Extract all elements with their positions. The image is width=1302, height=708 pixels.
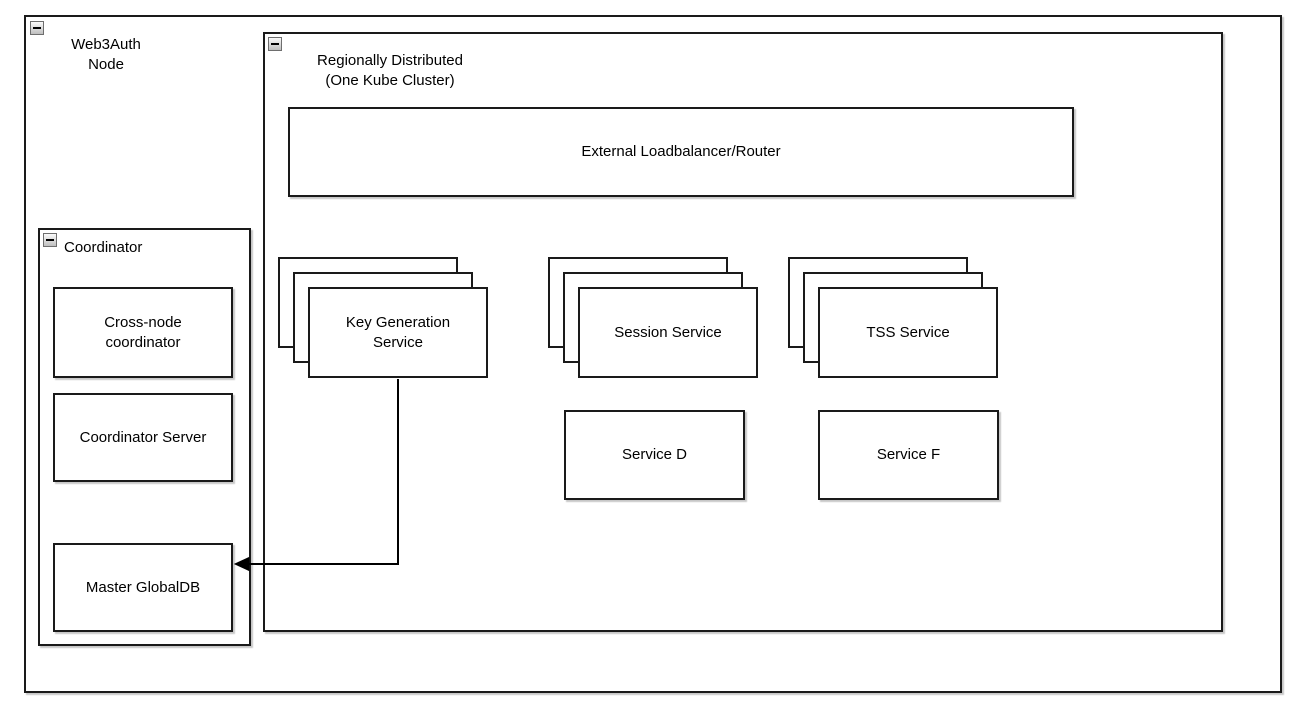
box-coordinator-server: Coordinator Server bbox=[53, 393, 233, 482]
service-d-label: Service D bbox=[621, 446, 688, 463]
box-service-d: Service D bbox=[564, 410, 745, 500]
external-loadbalancer-label: External Loadbalancer/Router bbox=[581, 143, 781, 160]
container-regionally-distributed: Regionally Distributed (One Kube Cluster… bbox=[263, 32, 1223, 632]
stack-layer-front: Session Service bbox=[578, 287, 758, 378]
minus-glyph bbox=[46, 239, 54, 241]
collapse-icon[interactable] bbox=[268, 37, 282, 51]
coordinator-label: Coordinator bbox=[64, 239, 143, 256]
stack-key-generation-service: Key Generation Service bbox=[278, 257, 490, 380]
regionally-distributed-label: Regionally Distributed (One Kube Cluster… bbox=[317, 52, 463, 89]
web3auth-node-label: Web3Auth Node bbox=[71, 36, 141, 73]
minus-glyph bbox=[271, 43, 279, 45]
stack-tss-service: TSS Service bbox=[788, 257, 1000, 380]
minus-glyph bbox=[33, 27, 41, 29]
service-f-label: Service F bbox=[876, 446, 941, 463]
stack-layer-front: TSS Service bbox=[818, 287, 998, 378]
collapse-icon[interactable] bbox=[30, 21, 44, 35]
container-coordinator: Coordinator Cross-node coordinator Coord… bbox=[38, 228, 251, 646]
tss-service-label: TSS Service bbox=[866, 323, 950, 341]
coordinator-server-label: Coordinator Server bbox=[79, 428, 207, 446]
box-cross-node-coordinator: Cross-node coordinator bbox=[53, 287, 233, 378]
session-service-label: Session Service bbox=[614, 323, 722, 341]
box-service-f: Service F bbox=[818, 410, 999, 500]
container-web3auth-node: Web3Auth Node Regionally Distributed (On… bbox=[24, 15, 1282, 693]
stack-session-service: Session Service bbox=[548, 257, 760, 380]
master-globaldb-label: Master GlobalDB bbox=[85, 578, 201, 596]
key-generation-service-label: Key Generation Service bbox=[345, 313, 451, 351]
box-master-globaldb: Master GlobalDB bbox=[53, 543, 233, 632]
stack-layer-front: Key Generation Service bbox=[308, 287, 488, 378]
box-external-loadbalancer: External Loadbalancer/Router bbox=[288, 107, 1074, 197]
cross-node-coordinator-label: Cross-node coordinator bbox=[104, 313, 182, 351]
collapse-icon[interactable] bbox=[43, 233, 57, 247]
